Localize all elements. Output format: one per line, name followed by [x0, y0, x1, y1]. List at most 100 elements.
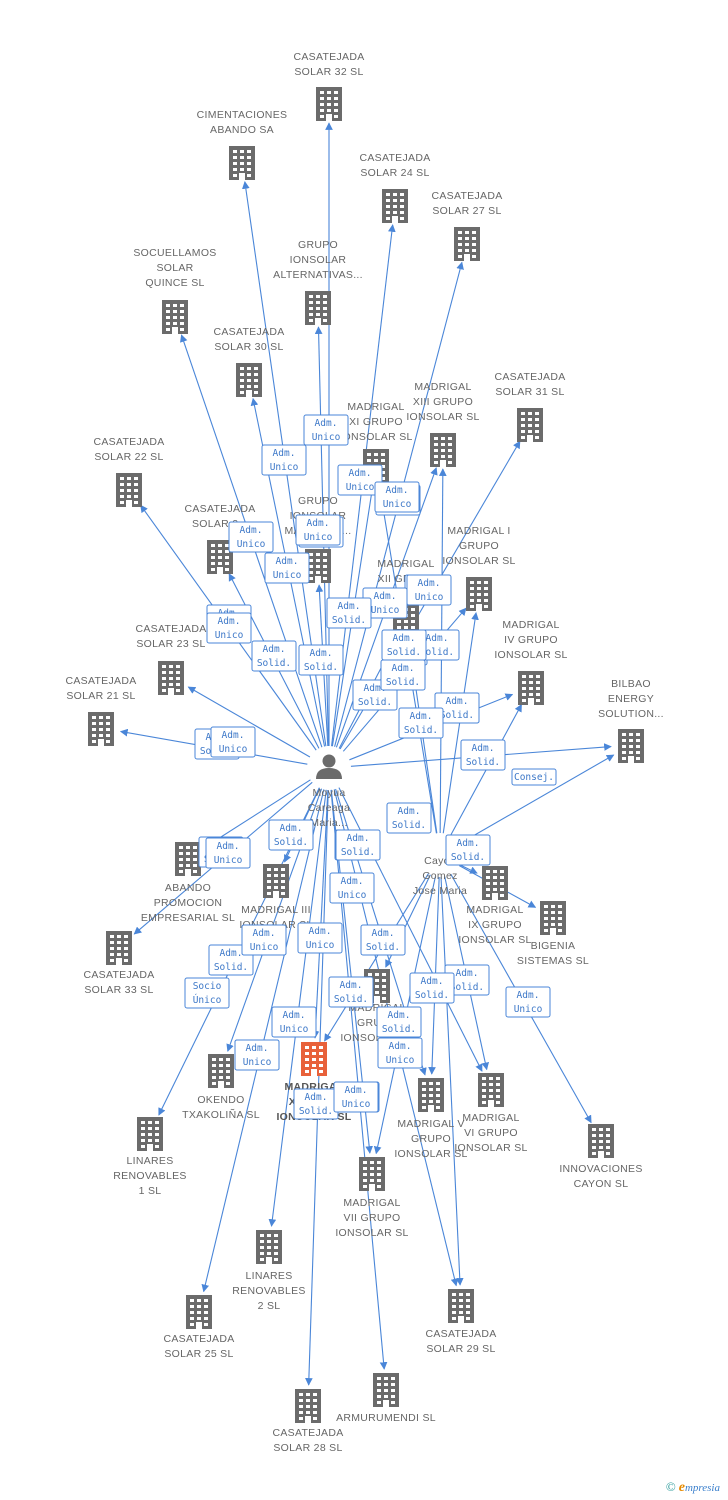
building-icon	[162, 300, 188, 334]
edge-label-text: Unico	[383, 499, 412, 510]
edge-label-x19[interactable]: Adm.Unico	[333, 1081, 379, 1113]
edge-label-text: Adm.	[456, 968, 479, 979]
edge-label-x12[interactable]: Adm.Unico	[205, 837, 251, 869]
label-line: LINARES	[126, 1155, 173, 1167]
edge-label-20[interactable]: Adm.Solid.	[268, 819, 314, 851]
label-line: Careaga	[308, 802, 350, 814]
label-line: SOLAR	[156, 262, 193, 274]
edge-label-33[interactable]: Adm.Unico	[406, 574, 452, 606]
edge-label-34[interactable]: Adm.Solid.	[434, 692, 480, 724]
edge-label-1[interactable]: Adm.Unico	[261, 444, 307, 476]
building-icon	[88, 712, 114, 746]
edge-label-text: Adm.	[273, 448, 296, 459]
edge-label-x18[interactable]: Adm.Unico	[241, 924, 287, 956]
edge-label-41[interactable]: Adm.Solid.	[360, 924, 406, 956]
edge-label-32[interactable]: Adm. Unico	[374, 481, 420, 513]
edge-label-35[interactable]: Adm.Solid.	[460, 739, 506, 771]
label-line: ABANDO	[165, 882, 211, 894]
edge-label-x0[interactable]: Adm.Unico	[210, 726, 256, 758]
label-line: SOLUTION...	[598, 708, 664, 720]
edge-label-x3[interactable]: Adm.Solid.	[298, 644, 344, 676]
edge-label-text: Adm.	[345, 1085, 368, 1096]
edge-label-box	[264, 552, 310, 584]
edge-label-text: Adm.	[364, 683, 387, 694]
edge-label-text: Solid.	[440, 710, 474, 721]
center-person-icon[interactable]	[316, 754, 342, 780]
edge-label-text: Solid.	[332, 615, 366, 626]
edge-label-40[interactable]: Adm.Solid.	[409, 972, 455, 1004]
label-line: CASATEJADA	[184, 503, 255, 515]
edge-label-text: Adm.	[389, 1041, 412, 1052]
label-line: SOLAR 33 SL	[84, 984, 153, 996]
edge-label-box	[377, 1037, 423, 1069]
edge-label-text: Solid.	[387, 647, 421, 658]
edge-label-x8[interactable]: Adm.Unico	[329, 872, 375, 904]
edge-label-text: Unico	[346, 482, 375, 493]
label-line: RENOVABLES	[113, 1170, 186, 1182]
edge-label-10[interactable]: Adm.Unico	[206, 612, 252, 644]
edge-label-42[interactable]: Adm.Unico	[377, 1037, 423, 1069]
edge-label-x6[interactable]: Adm.Solid.	[380, 659, 426, 691]
empresia-logo[interactable]: ©empresia	[666, 1479, 720, 1496]
edge-label-text: Adm.	[374, 591, 397, 602]
label-line: CASATEJADA	[65, 675, 136, 687]
edge-label-x13[interactable]: Adm.Solid.	[335, 829, 381, 861]
edge-label-x17[interactable]: Adm.Solid.	[376, 1006, 422, 1038]
edge-label-x5[interactable]: Adm.Solid.	[398, 707, 444, 739]
edge-label-x16[interactable]: Adm.Solid.	[328, 976, 374, 1008]
label-line: MADRIGAL	[377, 558, 434, 570]
edge-label-text: Solid.	[386, 677, 420, 688]
edge-label-x2[interactable]: Adm.Solid.	[326, 597, 372, 629]
relation-edge-30	[305, 789, 329, 1386]
label-line: GRUPO	[459, 540, 499, 552]
label-line: CAYON SL	[574, 1178, 629, 1190]
label-line: MADRIGAL	[414, 381, 471, 393]
edge-label-text: Unico	[338, 890, 367, 901]
edge-label-18[interactable]: Consej.	[511, 768, 557, 786]
edge-label-30[interactable]: Adm.Solid.	[293, 1088, 339, 1120]
label-line: BILBAO	[611, 678, 651, 690]
edge-label-11[interactable]: Adm.Unico	[264, 552, 310, 584]
edge-label-box	[360, 924, 406, 956]
edge-label-x11[interactable]: Adm.Unico	[234, 1039, 280, 1071]
edge-label-text: Solid.	[415, 990, 449, 1001]
edge-label-6[interactable]: Adm.Unico	[228, 521, 274, 553]
edge-label-15[interactable]: Adm.Solid.	[251, 640, 297, 672]
edge-label-text: Adm.	[307, 518, 330, 529]
edge-label-36[interactable]: Adm.Solid.	[445, 834, 491, 866]
edge-label-x7[interactable]: Adm.Solid.	[386, 802, 432, 834]
edge-label-x9[interactable]: Adm.Unico	[297, 922, 343, 954]
label-line: SOLAR 32 SL	[294, 66, 363, 78]
edge-label-text: Adm.	[240, 525, 263, 536]
edge-label-0[interactable]: Adm.Unico	[303, 414, 349, 446]
building-icon	[106, 931, 132, 965]
building-icon	[295, 1389, 321, 1423]
label-line: GRUPO	[298, 495, 338, 507]
edge-label-x10[interactable]: Adm.Unico	[271, 1006, 317, 1038]
edge-label-box	[205, 837, 251, 869]
edge-label-text: Unico	[280, 1024, 309, 1035]
edge-label-text: Socio	[193, 981, 222, 992]
building-icon	[373, 1373, 399, 1407]
label-line: VI GRUPO	[464, 1127, 518, 1139]
edge-label-box	[295, 514, 341, 546]
edge-label-38[interactable]: Adm.Unico	[505, 986, 551, 1018]
building-icon	[158, 661, 184, 695]
label-line: SOCUELLAMOS	[133, 247, 216, 259]
copyright-symbol: ©	[665, 1479, 676, 1494]
edge-label-x15[interactable]: Adm.Solid.	[381, 629, 427, 661]
building-icon	[430, 433, 456, 467]
edge-label-12[interactable]: Adm.Unico	[295, 514, 341, 546]
edge-label-7[interactable]: Adm.Unico	[337, 464, 383, 496]
edge-label-text: Adm.	[386, 485, 409, 496]
relation-edge-36	[459, 864, 478, 874]
label-line: CASATEJADA	[293, 51, 364, 63]
edge-label-box	[268, 819, 314, 851]
label-line: SOLAR 21 SL	[66, 690, 135, 702]
